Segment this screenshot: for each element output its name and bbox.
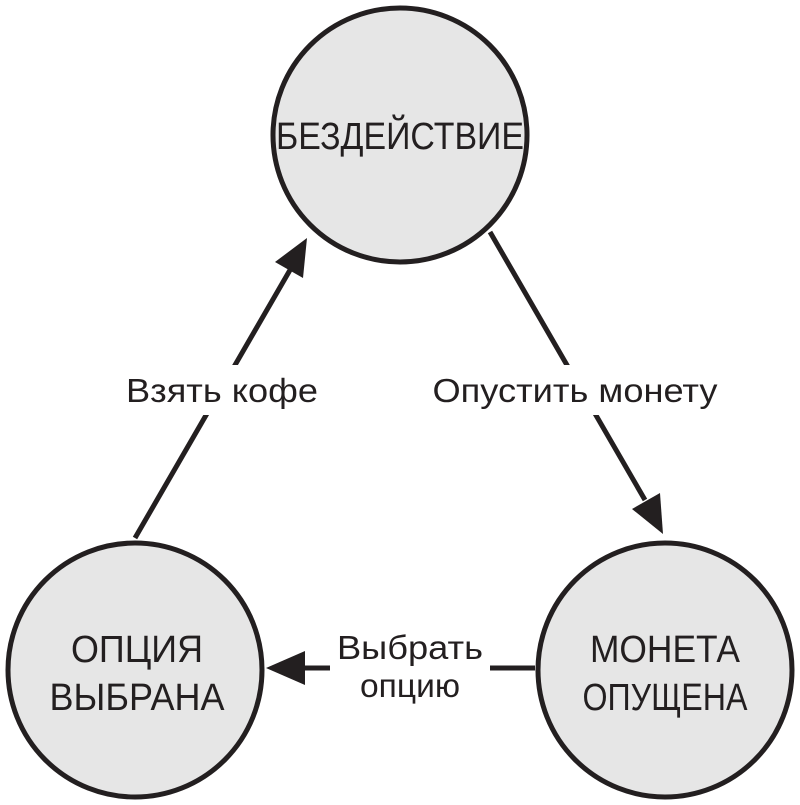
label-take-coffee: Взять кофе (126, 372, 318, 409)
state-label-line2: ОПУЩЕНА (583, 677, 749, 719)
arrowhead-icon (632, 493, 663, 534)
arrowhead-icon (266, 651, 305, 685)
state-label-line1: ОПЦИЯ (71, 629, 203, 671)
label-select-option-2: опцию (360, 667, 460, 704)
state-option-selected: ОПЦИЯ ВЫБРАНА (5, 540, 265, 800)
state-coin-inserted: МОНЕТА ОПУЩЕНА (535, 540, 795, 800)
state-label: БЕЗДЕЙСТВИЕ (276, 113, 524, 158)
state-label-line2: ВЫБРАНА (50, 677, 226, 719)
arrowhead-icon (275, 238, 307, 278)
state-idle: БЕЗДЕЙСТВИЕ (270, 5, 530, 265)
label-insert-coin: Опустить монету (433, 372, 719, 409)
label-select-option-1: Выбрать (337, 629, 483, 666)
state-label-line1: МОНЕТА (590, 629, 741, 671)
